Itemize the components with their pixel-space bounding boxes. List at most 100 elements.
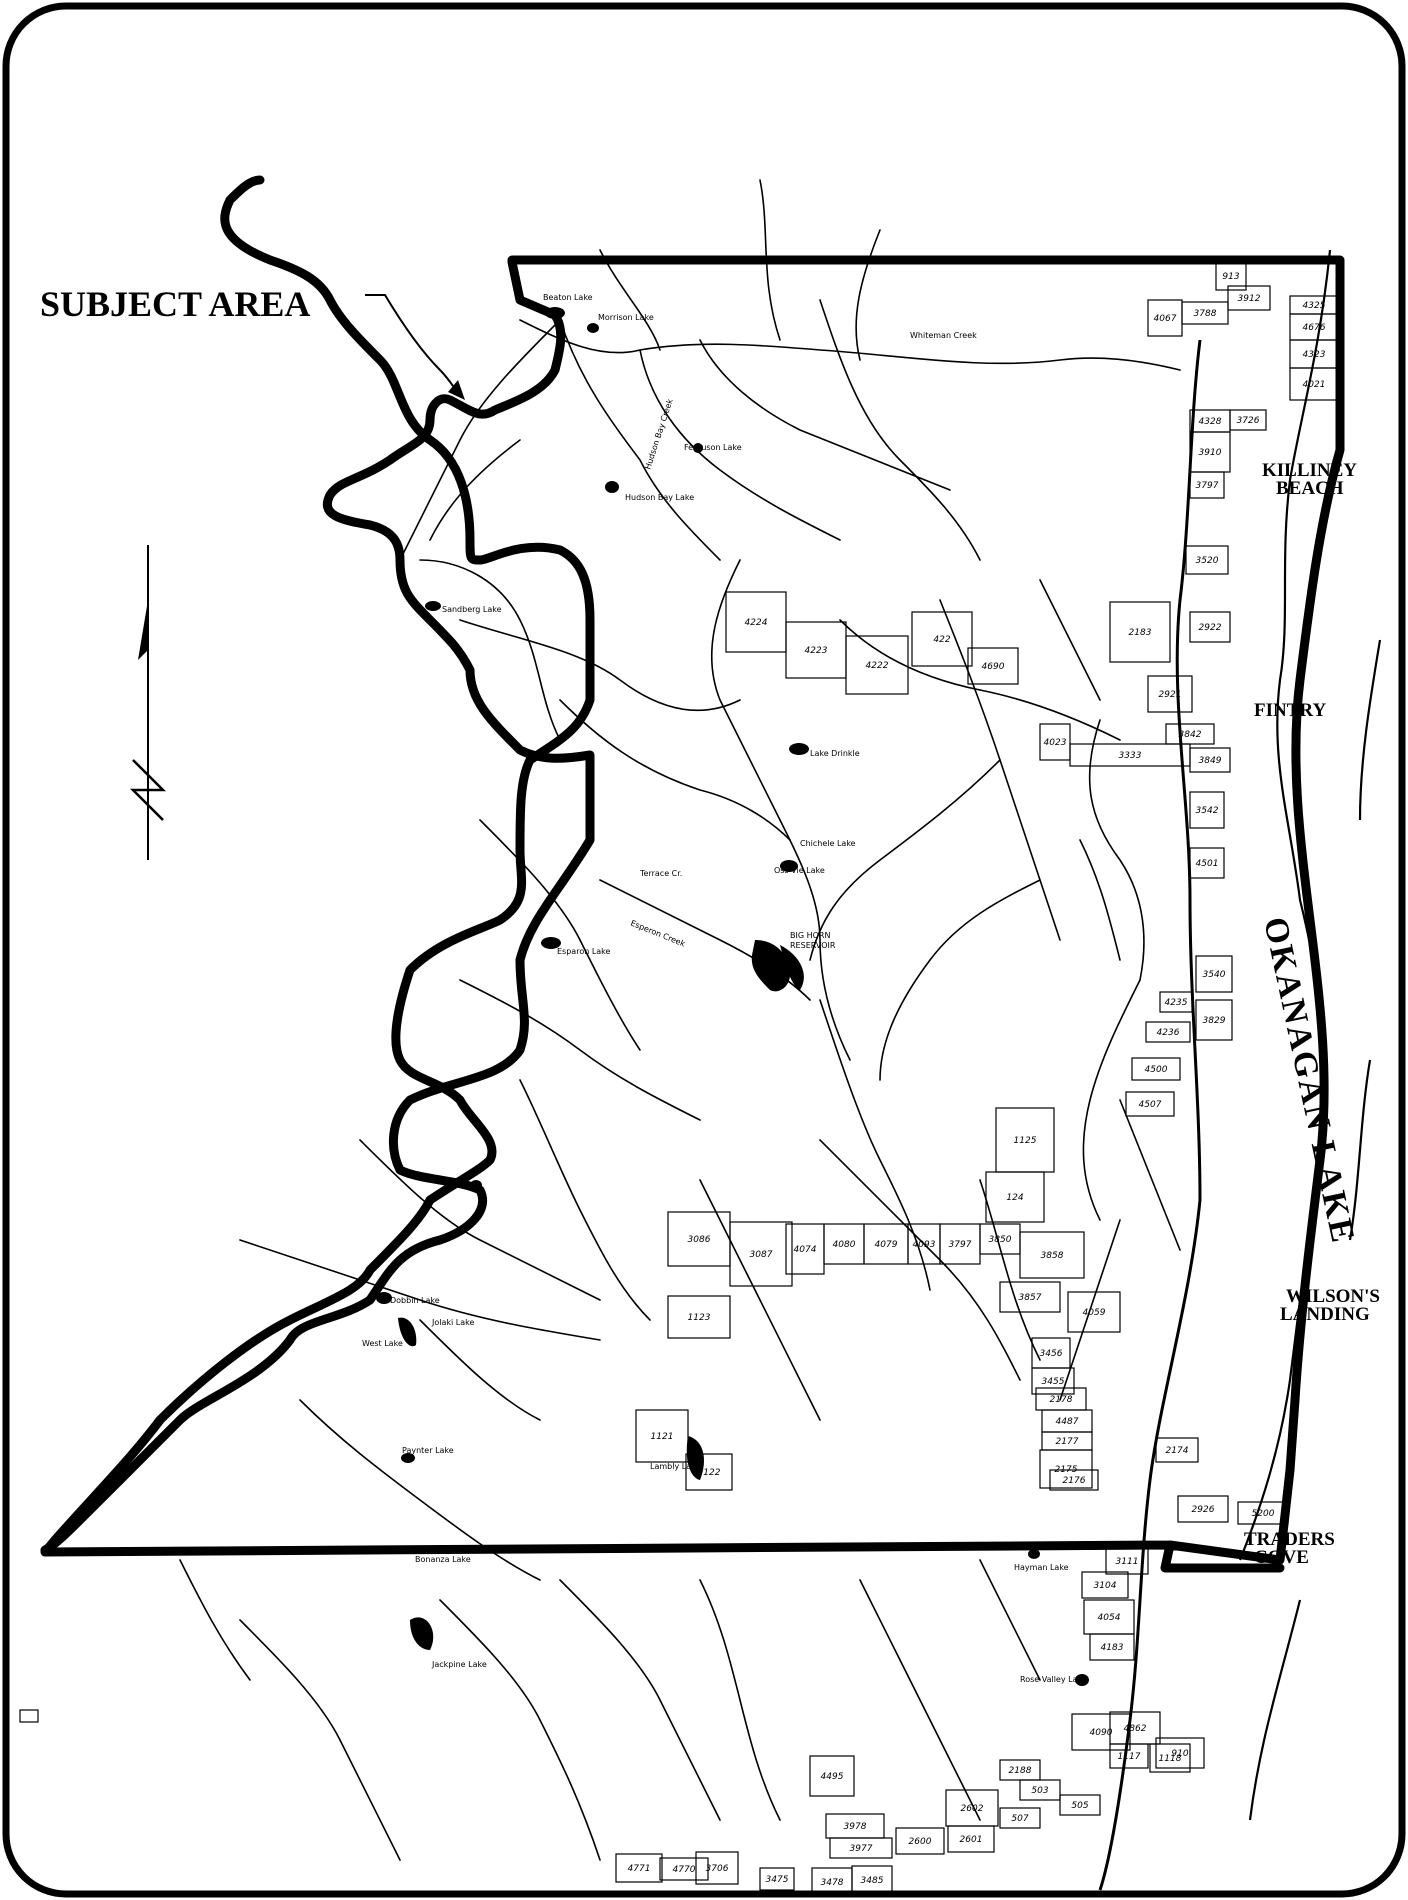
parcel-number: 4495 — [821, 1772, 844, 1782]
parcel-number: 4676 — [1303, 323, 1326, 333]
parcel-number: 4500 — [1145, 1065, 1168, 1075]
paynter-lake-label: Paynter Lake — [402, 1446, 454, 1455]
parcel-box — [1125, 1091, 1175, 1117]
parcel-box — [1059, 1794, 1101, 1816]
parcel-number: 3478 — [821, 1878, 844, 1888]
rose-valley-lake-label: Rose Valley Lake — [1020, 1675, 1087, 1684]
terrace-creek-label: Terrace Cr. — [639, 869, 682, 878]
parcel-box — [1145, 1021, 1191, 1043]
parcel-number: 3842 — [1179, 730, 1202, 740]
parcel-number: 3726 — [1237, 416, 1260, 426]
parcel-number: 4054 — [1098, 1613, 1121, 1623]
parcel-number: 4501 — [1196, 859, 1219, 869]
parcel-number: 2922 — [1199, 623, 1222, 633]
edge-mark — [19, 1709, 39, 1723]
parcel-box — [1031, 1367, 1075, 1395]
beaton-lake-label: Beaton Lake — [543, 293, 593, 302]
parcel-box — [1039, 1449, 1093, 1489]
parcel-number: 3788 — [1194, 309, 1217, 319]
creek-network — [179, 179, 1181, 1861]
parcel-number: 1118 — [1159, 1754, 1182, 1764]
parcel-box — [1049, 1469, 1099, 1491]
parcel-number: 3087 — [750, 1250, 773, 1260]
lakes — [376, 307, 1089, 1686]
parcel-number: 3850 — [989, 1235, 1012, 1245]
parcel-box — [911, 611, 973, 667]
parcel-number: 4023 — [1044, 738, 1067, 748]
parcel-number: 3858 — [1041, 1251, 1064, 1261]
parcel-box — [999, 1807, 1041, 1829]
parcel-number: 3857 — [1019, 1293, 1042, 1303]
parcel-box — [895, 1827, 945, 1855]
parcel-number: 4223 — [805, 646, 828, 656]
hudson-bay-lake-label: Hudson Bay Lake — [625, 493, 694, 502]
parcel-number: 4080 — [833, 1240, 856, 1250]
parcel-number: 913 — [1222, 272, 1239, 282]
parcel-number: 4323 — [1303, 350, 1326, 360]
esperon-creek-label: Esperon Creek — [629, 919, 687, 949]
parcel-box — [1109, 601, 1171, 663]
parcel-number: 507 — [1011, 1814, 1028, 1824]
place-label-beach: BEACH — [1276, 478, 1344, 499]
parcel-box — [1185, 545, 1229, 575]
parcel-box — [999, 1281, 1061, 1313]
parcel-number: 3797 — [1196, 481, 1219, 491]
big-horn-label: BIG HORN — [790, 931, 830, 940]
dobbin-lake-label: Dobbin Lake — [390, 1296, 440, 1305]
parcel-number: 3475 — [766, 1875, 789, 1885]
parcel-number: 3912 — [1238, 294, 1261, 304]
parcel-number: 2188 — [1009, 1766, 1032, 1776]
parcel-number: 4021 — [1303, 380, 1326, 390]
parcel-number: 4067 — [1154, 314, 1177, 324]
oss-vie-lake-label: Oss Vie Lake — [774, 866, 825, 875]
parcel-box — [1195, 999, 1233, 1041]
parcel-box — [1229, 409, 1267, 431]
parcel-number: 4222 — [866, 661, 889, 671]
subject-area-label: SUBJECT AREA — [40, 284, 310, 324]
lambly-lake-label: Lambly Lake — [650, 1462, 700, 1471]
parcel-box — [1189, 847, 1225, 879]
place-label-fintry: FINTRY — [1254, 700, 1326, 721]
bonanza-lake-label: Bonanza Lake — [415, 1555, 471, 1564]
morrison-lake-label: Morrison Lake — [598, 313, 654, 322]
parcel-box — [1195, 955, 1233, 993]
parcel-number: 3797 — [949, 1240, 972, 1250]
parcel-number: 4328 — [1199, 417, 1222, 427]
whiteman-creek-label: Whiteman Creek — [910, 331, 977, 340]
parcel-number: 4771 — [628, 1864, 651, 1874]
parcel-box — [809, 1755, 855, 1797]
parcel-number: 4183 — [1101, 1643, 1124, 1653]
parcel-box — [1289, 367, 1339, 401]
parcel-number: 3829 — [1203, 1016, 1226, 1026]
parcel-number: 3542 — [1196, 806, 1219, 816]
ferguson-lake-label: Ferguson Lake — [684, 443, 742, 452]
okanagan-lake-shore — [1238, 249, 1382, 1821]
parcel-number: 1121 — [651, 1432, 674, 1442]
parcel-number: 3520 — [1196, 556, 1219, 566]
parcel-number: 2921 — [1159, 690, 1182, 700]
parcel-number: 4059 — [1083, 1308, 1106, 1318]
okanagan-lake-label: OKANAGAN LAKE — [1256, 914, 1361, 1247]
parcel-box — [967, 647, 1019, 685]
parcel-number: 4690 — [982, 662, 1005, 672]
parcel-box — [829, 1837, 893, 1859]
parcel-number: 3706 — [706, 1864, 729, 1874]
parcel-box — [667, 1211, 731, 1267]
parcel-number: 4079 — [875, 1240, 898, 1250]
parcel-box — [1147, 675, 1193, 713]
parcel-box — [851, 1865, 893, 1895]
parcel-box — [1215, 261, 1247, 291]
parcel-number: 3111 — [1116, 1557, 1139, 1567]
parcel-number: 910 — [1171, 1749, 1188, 1759]
parcel-number: 3485 — [861, 1876, 884, 1886]
parcel-box — [615, 1853, 663, 1883]
parcel-box — [1155, 1737, 1205, 1769]
parcel-box — [1227, 285, 1271, 311]
parcel-box — [1181, 301, 1229, 325]
parcel-box — [845, 635, 909, 695]
parcel-box — [1237, 1501, 1289, 1525]
parcel-box — [1159, 991, 1193, 1013]
parcel-number: 3456 — [1040, 1349, 1063, 1359]
parcel-number: 4090 — [1090, 1728, 1113, 1738]
